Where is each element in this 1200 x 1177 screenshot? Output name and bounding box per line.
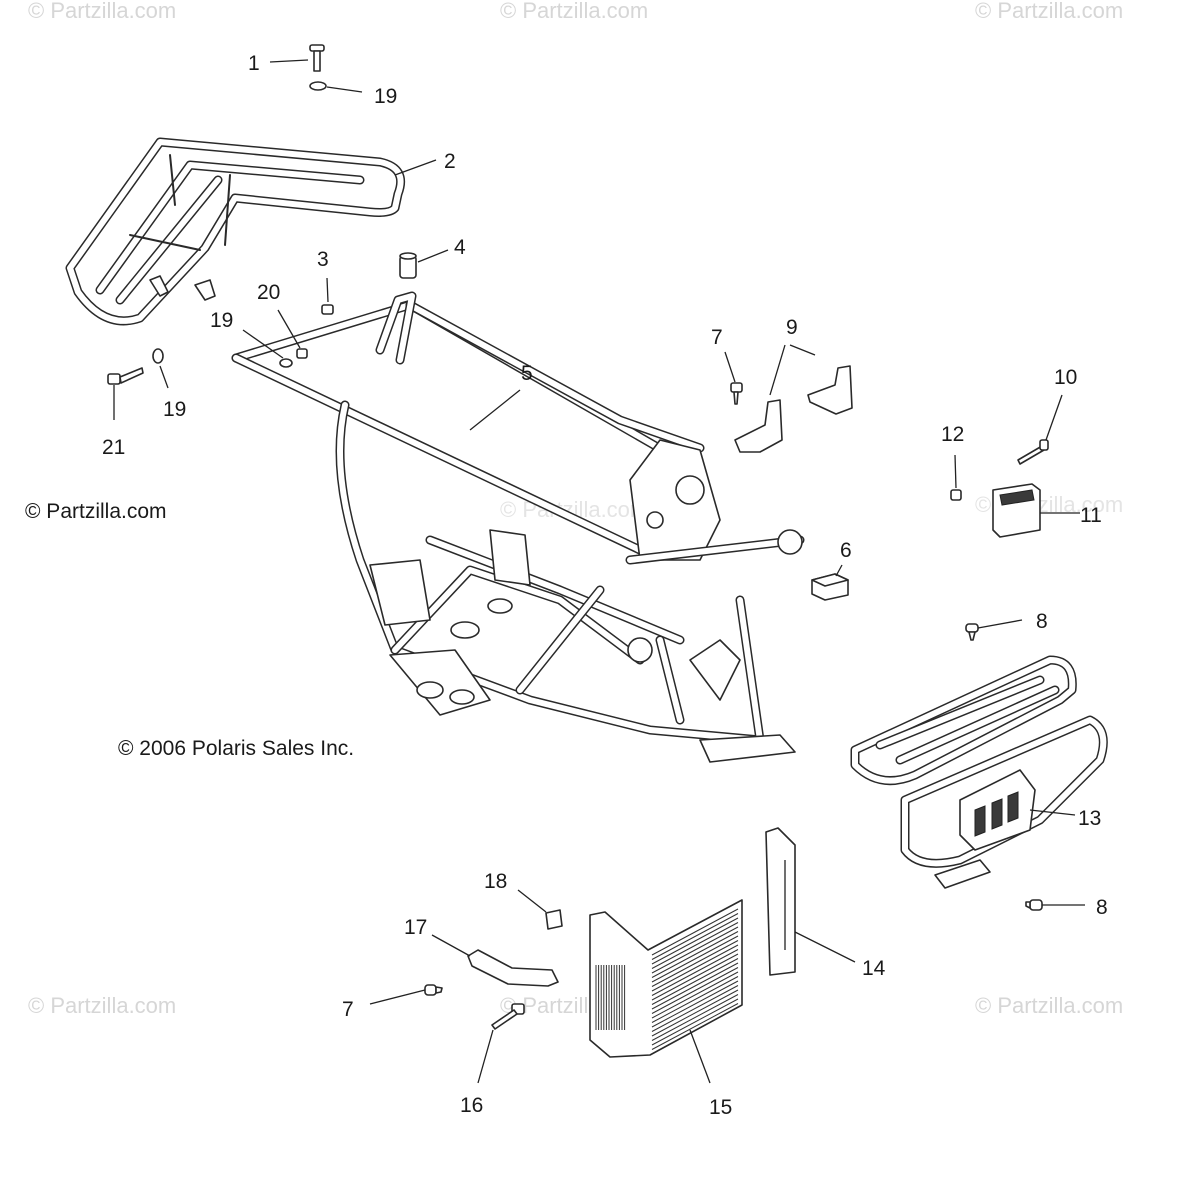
callout-5: 5 (521, 362, 533, 385)
grille-slat (651, 917, 739, 965)
clip-part-18 (545, 909, 563, 930)
washer-part-19-mid (279, 358, 293, 368)
leader-lines (113, 59, 1085, 1084)
bracket-part-9 (734, 365, 853, 453)
grille-slat (651, 953, 739, 1001)
callout-13: 13 (1078, 807, 1101, 830)
clip-part-7-bottom (424, 984, 443, 996)
strap-part-17 (467, 949, 559, 987)
grille-slat (651, 967, 739, 1014)
callout-2: 2 (444, 150, 456, 173)
callout-10: 10 (1054, 366, 1077, 389)
block-part-6 (811, 573, 849, 601)
callout-14: 14 (862, 957, 886, 980)
callout-8: 8 (1036, 610, 1048, 633)
grille-slat (651, 989, 739, 1037)
watermark-bottom-left: © Partzilla.com (28, 993, 176, 1018)
callout-15: 15 (709, 1096, 732, 1119)
grille-slat (651, 985, 739, 1032)
spacer-part-4 (399, 252, 417, 279)
washer-part-19-left (152, 348, 164, 364)
callout-19: 19 (374, 85, 397, 108)
callout-4: 4 (454, 236, 466, 259)
rear-rack-part-2 (65, 137, 406, 326)
callout-6: 6 (840, 539, 852, 562)
grille-slat (651, 980, 739, 1028)
grille-slat (651, 958, 739, 1005)
grille-slat (651, 935, 739, 983)
callout-18: 18 (484, 870, 507, 893)
callout-19: 19 (163, 398, 186, 421)
callout-17: 17 (404, 916, 427, 939)
pin-part-8-bottom (1025, 899, 1043, 911)
pin-part-8-top (965, 623, 979, 641)
grille-slat (651, 962, 739, 1010)
side-panel-part-14 (765, 827, 796, 976)
grille-slat (651, 976, 739, 1023)
grille-slat (651, 940, 739, 987)
grille-slat (651, 922, 739, 969)
grille-slat (651, 994, 739, 1041)
grille-slat (651, 926, 739, 974)
nut-part-3 (321, 304, 334, 315)
nut-part-12 (950, 489, 962, 501)
grille-slat (651, 971, 739, 1019)
callout-1: 1 (248, 52, 260, 75)
watermark-top-left: © Partzilla.com (28, 0, 176, 23)
grille-slat (651, 949, 739, 996)
washer-part-19-top (309, 81, 327, 91)
callout-19: 19 (210, 309, 233, 332)
main-frame-part-5 (231, 291, 805, 763)
callout-labels: 1 19 2 4 3 20 19 19 21 5 7 9 10 12 11 6 … (102, 52, 1108, 1119)
grille-slat (651, 931, 739, 978)
grille-slat (651, 908, 739, 956)
nut-part-20 (296, 348, 308, 359)
watermark-top-center: © Partzilla.com (500, 0, 648, 23)
callout-12: 12 (941, 423, 964, 446)
grille-slat (651, 944, 739, 992)
callout-11: 11 (1080, 504, 1102, 527)
callout-7: 7 (711, 326, 723, 349)
clip-part-7-top (730, 382, 743, 405)
grille-slat (651, 998, 739, 1046)
grille-slat (651, 913, 739, 960)
module-part-11 (992, 483, 1041, 538)
screw-part-16 (491, 1003, 525, 1030)
callout-16: 16 (460, 1094, 483, 1117)
grille-slat (651, 1003, 739, 1050)
callout-9: 9 (786, 316, 798, 339)
bolt-part-10 (1017, 439, 1049, 465)
callout-7: 7 (342, 998, 354, 1021)
front-rack-part-13 (850, 655, 1108, 889)
watermark-top-right: © Partzilla.com (975, 0, 1123, 23)
callout-8: 8 (1096, 896, 1108, 919)
bolt-part-21 (107, 367, 144, 385)
partzilla-credit: © Partzilla.com (25, 500, 167, 523)
polaris-copyright: © 2006 Polaris Sales Inc. (118, 737, 354, 760)
callout-20: 20 (257, 281, 280, 304)
callout-21: 21 (102, 436, 125, 459)
watermark-bottom-right: © Partzilla.com (975, 993, 1123, 1018)
grille-panel-part-15 (589, 899, 743, 1058)
bolt-part-1 (309, 44, 325, 72)
callout-3: 3 (317, 248, 329, 271)
